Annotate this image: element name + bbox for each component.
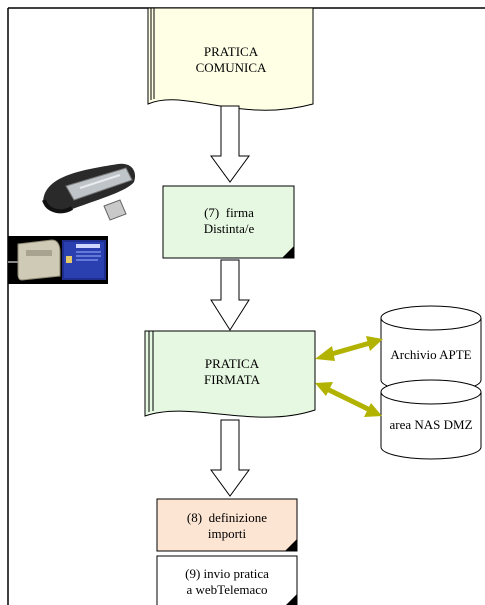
storage-link-arrows xyxy=(315,336,383,417)
archivio-apte-label: Archivio APTE xyxy=(390,347,472,362)
invio-pratica-line1: (9) invio pratica xyxy=(185,566,269,581)
pratica-comunica-label: PRATICA COMUNICA xyxy=(196,44,267,76)
pratica-firmata-line1: PRATICA xyxy=(204,356,260,371)
archivio-apte-storage xyxy=(380,305,482,393)
definizione-importi-label: (8) definizione importi xyxy=(187,510,267,542)
pratica-comunica-line2: COMUNICA xyxy=(195,60,267,75)
link-arrow-nas xyxy=(315,382,382,417)
pratica-firmata-label: PRATICA FIRMATA xyxy=(204,356,260,388)
flow-arrow-2 xyxy=(210,259,250,331)
flow-arrow-1 xyxy=(210,105,250,183)
invio-pratica-node xyxy=(156,555,298,605)
link-arrow-archivio xyxy=(315,336,383,361)
area-nas-dmz-label: area NAS DMZ xyxy=(389,417,473,432)
firma-distinta-node xyxy=(162,185,295,259)
area-nas-dmz-storage xyxy=(380,379,482,460)
invio-pratica-label: (9) invio pratica a webTelemaco xyxy=(185,566,269,598)
flow-arrow-3 xyxy=(210,419,250,497)
definizione-importi-line2: importi xyxy=(207,526,247,541)
pratica-firmata-node xyxy=(144,330,316,418)
pratica-firmata-line2: FIRMATA xyxy=(203,372,261,387)
smartcard-reader-icon xyxy=(8,236,108,284)
firma-distinta-line1: (7) firma xyxy=(204,205,254,220)
definizione-importi-line1: (8) definizione xyxy=(186,510,268,525)
invio-pratica-line2: a webTelemaco xyxy=(186,582,268,597)
usb-token-icon xyxy=(42,163,136,221)
firma-distinta-line2: Distinta/e xyxy=(203,221,255,236)
firma-distinta-label: (7) firma Distinta/e xyxy=(204,205,255,237)
definizione-importi-node xyxy=(156,498,298,552)
pratica-comunica-line1: PRATICA xyxy=(203,44,259,59)
